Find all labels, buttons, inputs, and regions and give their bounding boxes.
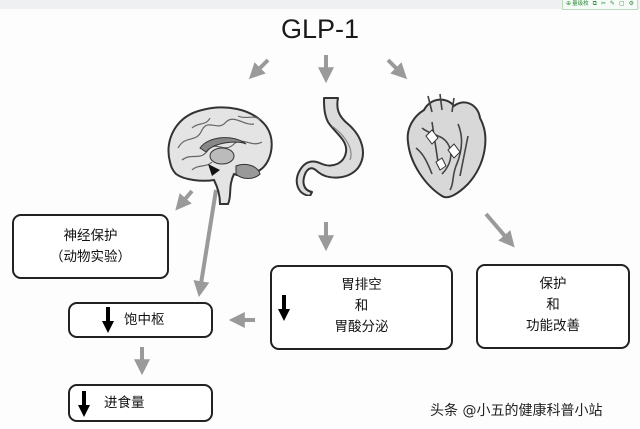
crop-icon: ✂ xyxy=(600,0,606,7)
watermark: 头条 @小五的健康科普小站 xyxy=(430,403,603,419)
food-intake-box: 进食量 xyxy=(68,384,213,422)
arrow-brain-to-satiety xyxy=(193,189,218,298)
copy-icon: ⧉ xyxy=(592,0,597,7)
cardio-function-label: 功能改善 xyxy=(526,318,580,334)
satiety-center-box: 饱中枢 xyxy=(68,302,213,338)
heart-icon xyxy=(406,93,487,199)
page-icon: ▢ xyxy=(618,0,625,7)
arrow-title-to-heart xyxy=(386,58,408,80)
neuroprotection-note: （动物实验） xyxy=(50,249,131,265)
gastric-acid-label: 胃酸分泌 xyxy=(334,319,389,335)
settings-icon: ⚙ xyxy=(628,0,634,7)
down-arrow-icon xyxy=(78,391,90,417)
copy-button[interactable]: ⧉ xyxy=(593,0,597,8)
gastric-emptying-box: 胃排空 和 胃酸分泌 xyxy=(270,265,453,350)
edit-icon: ✎ xyxy=(609,0,615,7)
brain-icon xyxy=(167,106,273,205)
satiety-center-label: 饱中枢 xyxy=(124,312,165,328)
crop-button[interactable]: ✂ xyxy=(601,0,606,8)
edit-button[interactable]: ✎ xyxy=(610,0,615,8)
cardioprotection-box: 保护 和 功能改善 xyxy=(476,264,630,349)
arrow-title-to-brain xyxy=(248,58,270,80)
gastric-emptying-label: 胃排空 xyxy=(341,277,382,293)
down-arrow-icon xyxy=(278,295,290,321)
gastric-connector-label: 和 xyxy=(354,298,369,314)
arrow-heart-to-cardio xyxy=(484,212,515,248)
arrow-brain-to-neuro xyxy=(175,189,194,211)
image-search-button[interactable]: ⊕ 量级枚 xyxy=(566,0,589,8)
diagram-title: GLP-1 xyxy=(280,14,360,44)
neuroprotection-box: 神经保护 （动物实验） xyxy=(12,214,169,279)
down-arrow-icon xyxy=(102,307,114,333)
neuroprotection-label: 神经保护 xyxy=(63,228,118,244)
image-search-label: 量级枚 xyxy=(572,1,589,7)
page-button[interactable]: ▢ xyxy=(619,0,625,8)
image-search-icon: ⊕ xyxy=(566,0,572,7)
settings-button[interactable]: ⚙ xyxy=(629,0,634,8)
cardioprotection-label: 保护 xyxy=(539,276,567,292)
cardio-connector-label: 和 xyxy=(546,297,560,313)
image-toolbar: ⊕ 量级枚 ⧉ ✂ ✎ ▢ ⚙ xyxy=(562,0,638,10)
food-intake-label: 进食量 xyxy=(104,395,145,411)
stomach-icon xyxy=(295,97,364,196)
top-bar xyxy=(0,0,640,9)
